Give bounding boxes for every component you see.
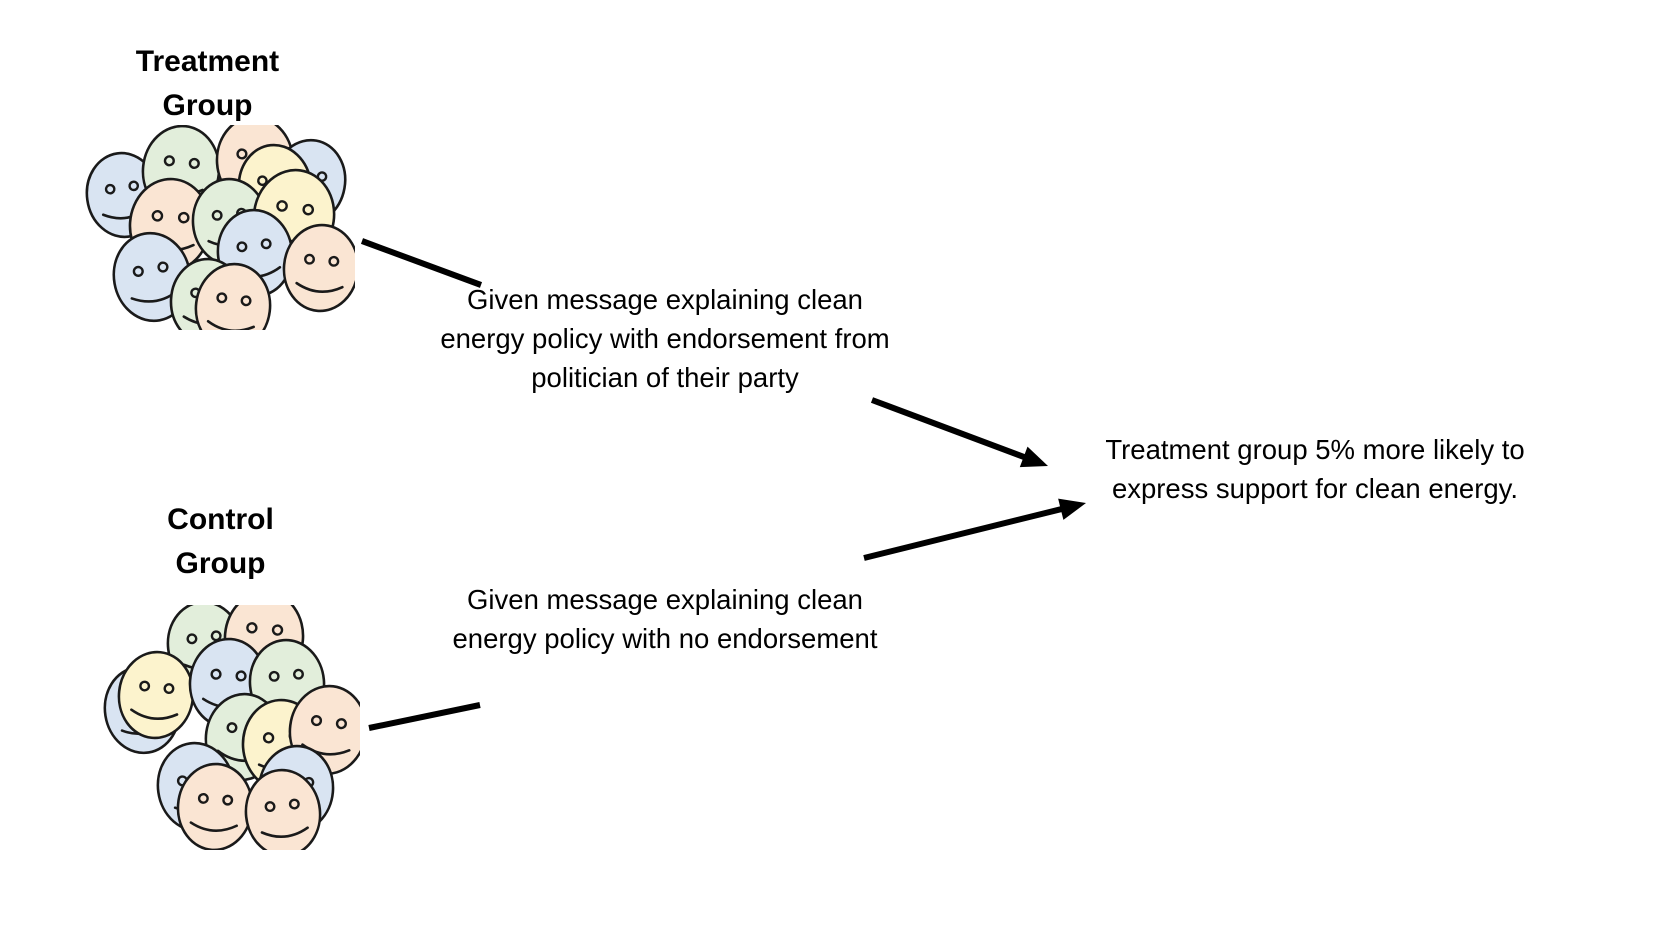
face-eye-left — [163, 155, 175, 167]
face-eye-left — [151, 210, 164, 222]
face-eye-left — [304, 253, 315, 265]
face-eye-left — [236, 148, 248, 160]
arrow-head-icon — [1019, 446, 1048, 468]
treatment-cluster-connector-line — [360, 238, 483, 288]
face-smile-mouth — [260, 826, 309, 839]
face-eye-right — [188, 157, 200, 170]
outcome-result-text: Treatment group 5% more likely to expres… — [1105, 434, 1525, 505]
treatment-group-label: Treatment Group — [135, 45, 280, 122]
face-eye-left — [268, 670, 280, 682]
face-eye-left — [132, 265, 144, 277]
face-eye-left — [310, 715, 323, 727]
face-eye-right — [335, 718, 347, 730]
face-eye-right — [288, 798, 300, 810]
arrow-shaft — [870, 397, 1033, 463]
face-eye-right — [235, 670, 247, 682]
face-smile-mouth — [189, 821, 238, 832]
face-eye-left — [216, 292, 228, 304]
face-eye-left — [246, 622, 258, 634]
control-cluster-connector-line — [368, 702, 481, 731]
face-eye-left — [264, 801, 276, 813]
face-eye-left — [139, 680, 151, 692]
face-eye-left — [226, 722, 238, 734]
face-eye-right — [128, 180, 140, 192]
control-group-label: Control Group — [167, 503, 274, 580]
control-to-outcome-arrow — [863, 498, 1086, 561]
control-group-people-cluster — [100, 590, 368, 858]
face-smile-mouth — [295, 281, 344, 293]
face-eye-left — [236, 241, 248, 253]
control-smiley-face-icon — [244, 768, 322, 858]
face-eye-left — [262, 732, 275, 744]
face-eye-left — [211, 209, 223, 221]
treatment-faces-svg — [85, 115, 360, 352]
face-eye-left — [104, 183, 116, 195]
face-eye-left — [257, 175, 268, 187]
face-smile-mouth — [130, 708, 179, 721]
treatment-to-outcome-arrow — [870, 397, 1048, 468]
treatment-group-people-cluster — [85, 115, 360, 352]
face-eye-right — [271, 624, 284, 636]
treatment-condition-text: Given message explaining clean energy po… — [440, 284, 890, 394]
treatment-smiley-face-icon — [194, 262, 272, 352]
face-eye-right — [260, 238, 272, 250]
face-eye-right — [157, 261, 169, 273]
arrow-head-icon — [1058, 498, 1086, 520]
face-eye-right — [163, 683, 175, 695]
face-eye-right — [177, 211, 190, 224]
face-eye-left — [276, 200, 288, 212]
arrow-shaft — [863, 504, 1070, 561]
face-eye-left — [210, 668, 222, 680]
face-eye-right — [293, 668, 304, 680]
face-eye-left — [197, 792, 209, 804]
face-eye-right — [302, 203, 315, 216]
face-eye-right — [222, 794, 234, 806]
control-faces-svg — [103, 590, 368, 858]
control-condition-text: Given message explaining clean energy po… — [452, 584, 878, 655]
face-eye-left — [186, 633, 198, 645]
face-eye-right — [328, 255, 340, 267]
face-eye-right — [240, 295, 252, 307]
